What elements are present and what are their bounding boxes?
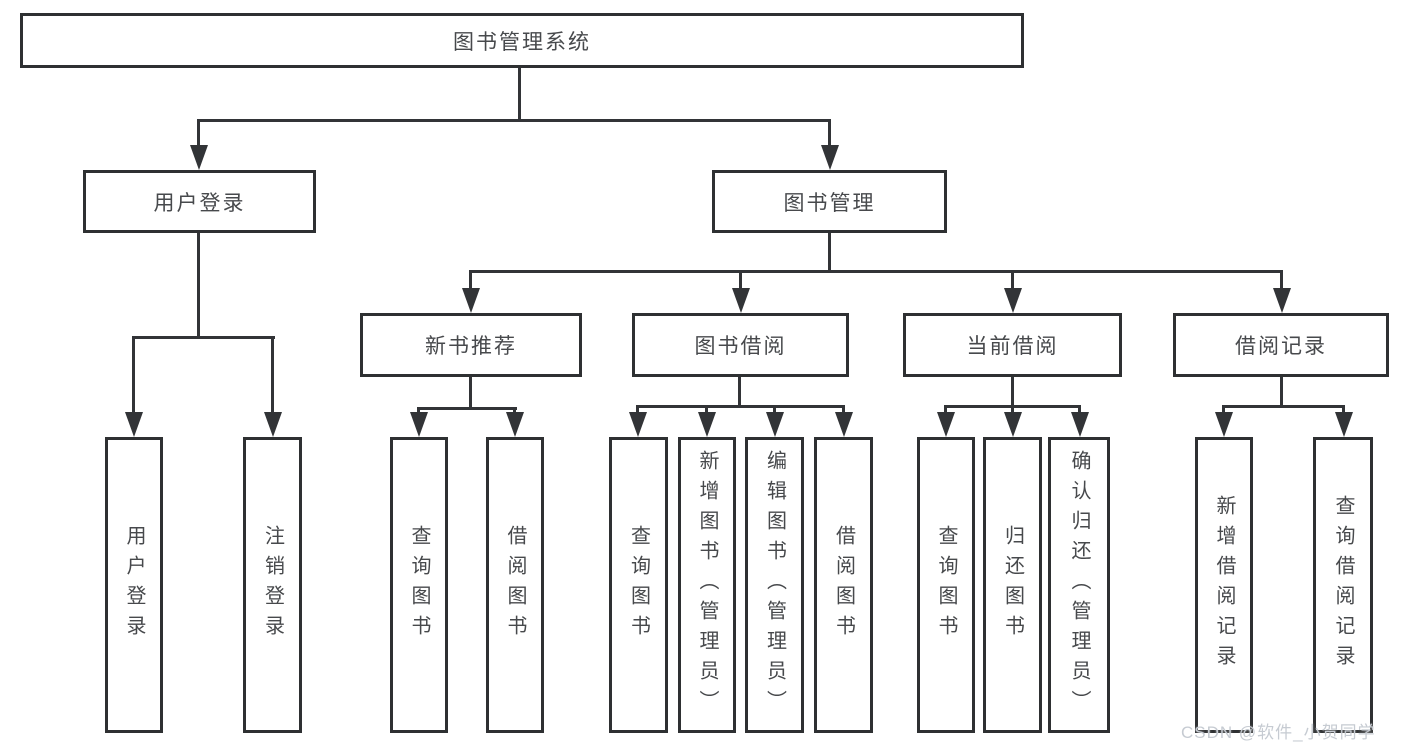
connector-line	[636, 405, 845, 408]
node-label: 确认归还（管理员）	[1068, 450, 1090, 720]
node-label: 当前借阅	[966, 335, 1059, 358]
arrow-down-icon	[1004, 412, 1022, 437]
node-root-library-system: 图书管理系统	[20, 13, 1024, 68]
node-leaf-add-borrow-record: 新增借阅记录	[1195, 437, 1253, 733]
arrow-down-icon	[698, 412, 716, 437]
arrow-down-icon	[264, 412, 282, 437]
connector-line	[828, 119, 831, 148]
node-label: 编辑图书（管理员）	[763, 450, 786, 720]
connector-line	[636, 405, 639, 415]
arrow-down-icon	[1004, 288, 1022, 313]
arrow-down-icon	[1273, 288, 1291, 313]
arrow-down-icon	[1335, 412, 1353, 437]
connector-line	[197, 119, 200, 148]
node-leaf-user-login: 用户登录	[105, 437, 163, 733]
node-current-borrow: 当前借阅	[903, 313, 1122, 377]
connector-line	[197, 231, 200, 339]
connector-line	[1078, 405, 1081, 415]
node-book-management: 图书管理	[712, 170, 947, 233]
connector-line	[1342, 405, 1345, 415]
node-label: 用户登录	[153, 191, 246, 215]
node-leaf-return-book: 归还图书	[983, 437, 1042, 733]
connector-line	[197, 119, 831, 122]
node-label: 查询借阅记录	[1332, 495, 1354, 675]
connector-line	[842, 405, 845, 415]
node-borrow-record: 借阅记录	[1173, 313, 1389, 377]
connector-line	[1280, 375, 1283, 408]
connector-line	[469, 375, 472, 410]
connector-line	[518, 66, 521, 122]
arrow-down-icon	[629, 412, 647, 437]
node-leaf-query-borrow-record: 查询借阅记录	[1313, 437, 1373, 733]
connector-line	[773, 405, 776, 415]
node-label: 借阅记录	[1235, 335, 1327, 358]
node-leaf-borrow-book-1: 借阅图书	[486, 437, 544, 733]
node-label: 图书借阅	[694, 335, 787, 358]
arrow-down-icon	[732, 288, 750, 313]
node-book-borrow: 图书借阅	[632, 313, 849, 377]
node-leaf-query-book-2: 查询图书	[609, 437, 668, 733]
arrow-down-icon	[410, 412, 428, 437]
node-label: 新书推荐	[425, 335, 517, 358]
node-label: 查询图书	[935, 525, 957, 645]
node-leaf-query-book-1: 查询图书	[390, 437, 448, 733]
node-leaf-add-book-admin: 新增图书（管理员）	[678, 437, 736, 733]
arrow-down-icon	[766, 412, 784, 437]
connector-line	[132, 336, 275, 339]
node-label: 借阅图书	[504, 525, 526, 645]
arrow-down-icon	[937, 412, 955, 437]
connector-line	[738, 375, 741, 408]
connector-line	[1011, 375, 1014, 408]
arrow-down-icon	[1071, 412, 1089, 437]
arrow-down-icon	[125, 412, 143, 437]
watermark: CSDN @软件_小贺同学	[1181, 723, 1376, 742]
connector-line	[132, 336, 135, 414]
connector-line	[271, 336, 274, 414]
arrow-down-icon	[190, 145, 208, 170]
node-label: 新增图书（管理员）	[696, 450, 718, 720]
node-label: 图书管理系统	[453, 30, 591, 54]
node-label: 注销登录	[261, 525, 284, 645]
connector-line	[1011, 270, 1014, 291]
connector-line	[1011, 405, 1014, 415]
connector-line	[417, 407, 517, 410]
connector-line	[828, 231, 831, 273]
node-leaf-query-book-3: 查询图书	[917, 437, 975, 733]
node-leaf-confirm-return-admin: 确认归还（管理员）	[1048, 437, 1110, 733]
node-label: 查询图书	[627, 525, 650, 645]
node-new-book-recommend: 新书推荐	[360, 313, 582, 377]
connector-line	[469, 270, 472, 291]
connector-line	[705, 405, 708, 415]
connector-line	[1222, 405, 1345, 408]
arrow-down-icon	[835, 412, 853, 437]
arrow-down-icon	[1215, 412, 1233, 437]
connector-line	[417, 407, 420, 415]
arrow-down-icon	[821, 145, 839, 170]
node-label: 图书管理	[783, 191, 876, 215]
connector-line	[469, 270, 1283, 273]
node-leaf-edit-book-admin: 编辑图书（管理员）	[745, 437, 804, 733]
connector-line	[944, 405, 947, 415]
connector-line	[513, 407, 516, 415]
node-label: 查询图书	[408, 525, 430, 645]
node-label: 借阅图书	[832, 525, 855, 645]
node-label: 新增借阅记录	[1213, 495, 1235, 675]
connector-line	[739, 270, 742, 291]
node-leaf-logout: 注销登录	[243, 437, 302, 733]
node-label: 用户登录	[123, 525, 145, 645]
node-leaf-borrow-book-2: 借阅图书	[814, 437, 873, 733]
arrow-down-icon	[506, 412, 524, 437]
connector-line	[1222, 405, 1225, 415]
connector-line	[1280, 270, 1283, 291]
arrow-down-icon	[462, 288, 480, 313]
node-label: 归还图书	[1001, 525, 1024, 645]
node-user-login: 用户登录	[83, 170, 316, 233]
